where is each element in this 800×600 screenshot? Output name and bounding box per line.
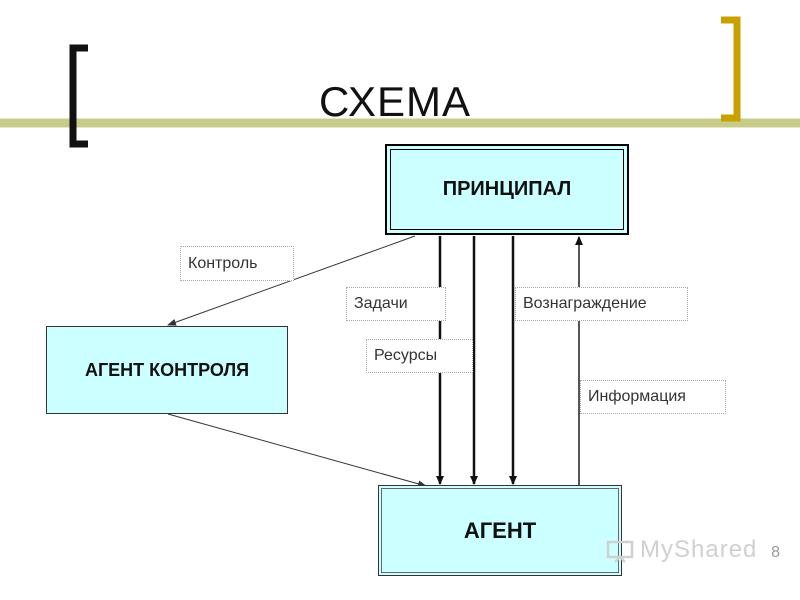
principal-box: ПРИНЦИПАЛ (385, 144, 629, 235)
tasks-arrow-label: Задачи (346, 287, 446, 321)
resources-arrow-label: Ресурсы (366, 339, 473, 373)
left-bracket (69, 44, 88, 148)
control-agent-box: АГЕНТ КОНТРОЛЯ (46, 326, 288, 414)
watermark: MyShared 8 (606, 536, 781, 564)
slide-title: СХЕМА (319, 78, 471, 125)
control-arrow-label: Контроль (180, 246, 294, 281)
page-number: 8 (771, 544, 781, 561)
right-bracket (721, 16, 741, 122)
principal-label: ПРИНЦИПАЛ (442, 178, 572, 200)
presentation-icon (606, 540, 634, 563)
control-agent-label: АГЕНТ КОНТРОЛЯ (84, 359, 250, 380)
agent-box: АГЕНТ (378, 485, 622, 576)
reward-arrow-label: Вознаграждение (515, 287, 688, 321)
arrow-control-to-agent (167, 413, 427, 488)
watermark-text: MyShared (640, 536, 758, 563)
agent-label: АГЕНТ (463, 517, 537, 543)
information-arrow-label: Информация (580, 380, 726, 414)
